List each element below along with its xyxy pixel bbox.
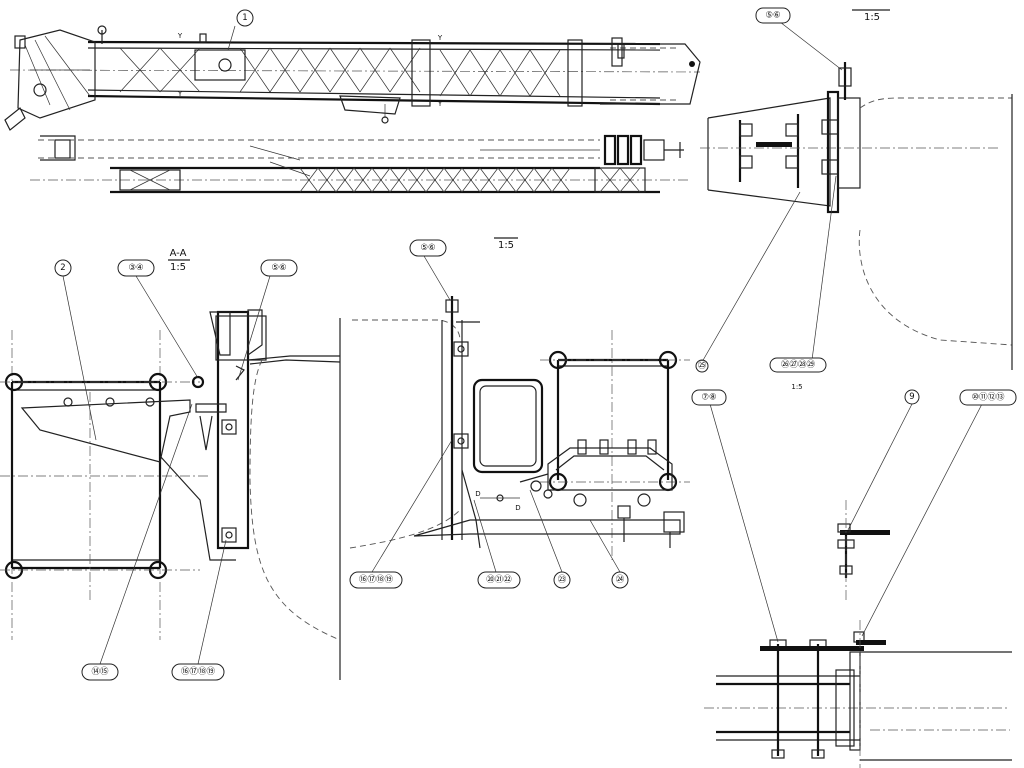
callout-16-19-b-label: ⑯⑰⑱⑲ bbox=[359, 575, 394, 585]
boom-plan-view bbox=[30, 134, 690, 194]
lower-right-scale-label: 1:5 bbox=[791, 383, 802, 391]
callout-14-15 bbox=[81, 663, 119, 681]
callout-26-29 bbox=[769, 357, 827, 373]
callout-25 bbox=[695, 359, 709, 373]
callout-20-22-label: ⑳㉑㉒ bbox=[486, 575, 512, 585]
bottom-right-detail-view: ⑦⑧ 9 ⑩⑪⑫⑬ bbox=[691, 389, 1017, 768]
section-title: A-A bbox=[170, 248, 187, 259]
callout-5-6-b bbox=[409, 239, 447, 257]
callout-10-13 bbox=[959, 389, 1017, 406]
svg-text:Y: Y bbox=[437, 100, 443, 108]
callout-5-6-c bbox=[755, 7, 791, 24]
top-right-detail-view: 1:5 ㉕ ㉖㉗㉘㉙ ⑤⑥ 1:5 bbox=[695, 7, 1013, 391]
callout-5-6-b-label: ⑤⑥ bbox=[420, 243, 435, 253]
callout-16-19-a-label: ⑯⑰⑱⑲ bbox=[181, 667, 216, 677]
top-right-scale-label: 1:5 bbox=[864, 12, 880, 23]
callout-14-15-label: ⑭⑮ bbox=[91, 667, 109, 677]
callout-26-29-label: ㉖㉗㉘㉙ bbox=[781, 360, 816, 370]
callout-23-label: ㉓ bbox=[558, 575, 567, 585]
callout-5-6-a bbox=[260, 259, 298, 277]
section-letter-d-right: D bbox=[515, 504, 520, 512]
callout-7-8 bbox=[691, 389, 727, 406]
center-detail-view: 1:5 bbox=[349, 237, 690, 589]
callout-10-13-label: ⑩⑪⑫⑬ bbox=[971, 393, 1005, 403]
callout-24 bbox=[611, 571, 629, 589]
section-letter-d-left: D bbox=[475, 490, 480, 498]
callout-20-22 bbox=[477, 571, 521, 589]
callout-1 bbox=[236, 9, 254, 27]
callout-5-6-a-label: ⑤⑥ bbox=[271, 263, 286, 273]
callout-23 bbox=[553, 571, 571, 589]
section-scale-label: 1:5 bbox=[170, 262, 186, 273]
section-a-a-view: A-A 1:5 bbox=[0, 248, 341, 681]
boom-elevation-view: Y Y Y Y 1 bbox=[4, 9, 701, 131]
svg-text:Y: Y bbox=[177, 32, 183, 40]
callout-24-label: ㉔ bbox=[616, 575, 625, 585]
center-scale-label: 1:5 bbox=[498, 240, 514, 251]
svg-text:Y: Y bbox=[437, 34, 443, 42]
callout-2 bbox=[54, 259, 72, 277]
callout-3-4 bbox=[117, 259, 155, 277]
svg-text:Y: Y bbox=[177, 90, 183, 98]
callout-9-label: 9 bbox=[909, 392, 914, 402]
callout-2-label: 2 bbox=[60, 263, 65, 273]
callout-7-8-label: ⑦⑧ bbox=[701, 393, 716, 403]
callout-16-19-b bbox=[349, 571, 403, 589]
callout-25-label: ㉕ bbox=[698, 361, 707, 371]
callout-3-4-label: ③④ bbox=[128, 263, 143, 273]
callout-16-19-a bbox=[171, 663, 225, 681]
callout-1-label: 1 bbox=[242, 13, 247, 23]
callout-9 bbox=[904, 389, 920, 405]
callout-5-6-c-label: ⑤⑥ bbox=[765, 11, 780, 21]
